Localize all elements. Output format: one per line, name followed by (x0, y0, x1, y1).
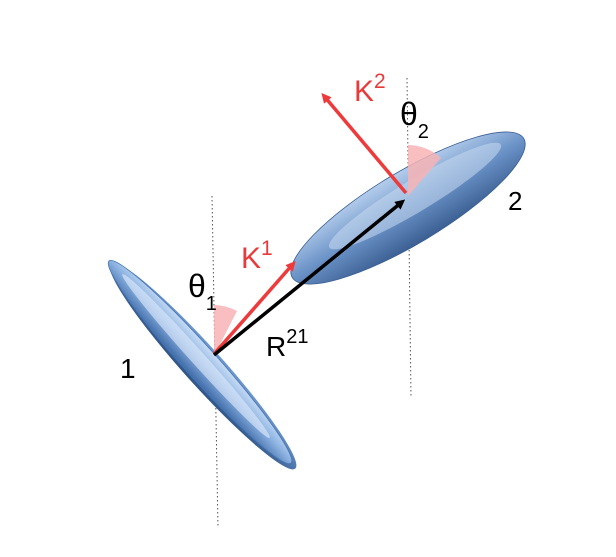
disk2-label: 2 (508, 186, 522, 216)
disk1-label: 1 (120, 353, 136, 384)
k2-label: K2 (354, 70, 386, 108)
theta1-label: θ1 (188, 268, 217, 315)
disk-2 (290, 131, 526, 285)
theta2-wedge (408, 145, 441, 196)
disk-1 (107, 259, 297, 470)
theta1-wedge (214, 305, 237, 356)
theta2-label: θ2 (400, 96, 429, 143)
k1-vector (212, 260, 296, 356)
r21-label: R21 (266, 326, 308, 362)
k1-label: K1 (241, 237, 273, 275)
r21-vector (212, 199, 406, 357)
reference-line-1 (211, 195, 219, 529)
k2-vector (321, 92, 408, 195)
